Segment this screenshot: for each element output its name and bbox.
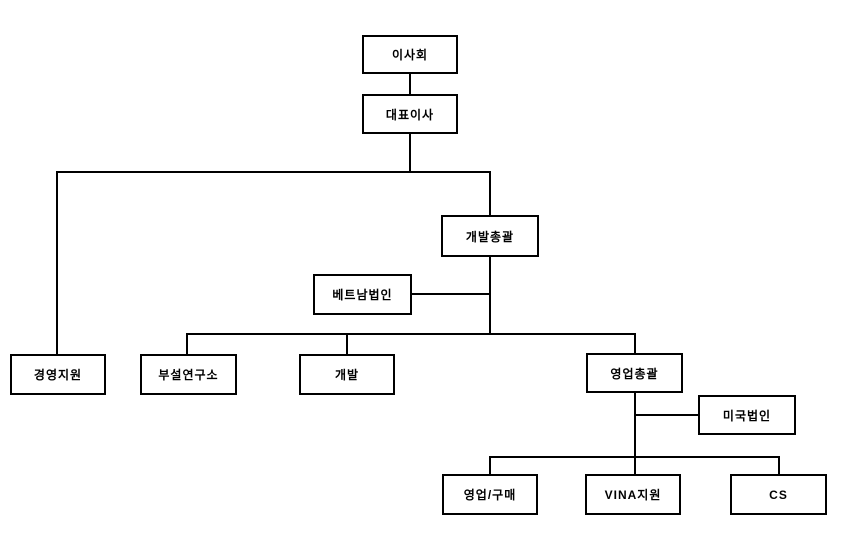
connector-top-horizontal bbox=[56, 171, 491, 173]
node-vietnam-corp: 베트남법인 bbox=[313, 274, 412, 315]
node-ceo: 대표이사 bbox=[362, 94, 458, 134]
connector-cs-drop bbox=[778, 456, 780, 476]
connector-middle-horizontal bbox=[186, 333, 636, 335]
node-research-institute: 부설연구소 bbox=[140, 354, 237, 395]
node-usa-corp: 미국법인 bbox=[698, 395, 796, 435]
connector-sales-head-rise bbox=[634, 333, 636, 355]
node-management-support: 경영지원 bbox=[10, 354, 106, 395]
node-board-of-directors: 이사회 bbox=[362, 35, 458, 74]
node-development-head: 개발총괄 bbox=[441, 215, 539, 257]
connector-research-drop bbox=[186, 333, 188, 356]
node-vina-support: VINA지원 bbox=[585, 474, 681, 515]
node-development: 개발 bbox=[299, 354, 395, 395]
connector-ceo-drop bbox=[409, 132, 411, 173]
connector-sales-head-drop bbox=[634, 391, 636, 476]
connector-bottom-horizontal bbox=[489, 456, 780, 458]
node-sales-purchasing: 영업/구매 bbox=[442, 474, 538, 515]
connector-dev-head-drop bbox=[489, 255, 491, 335]
connector-board-to-ceo bbox=[409, 72, 411, 96]
node-cs: CS bbox=[730, 474, 827, 515]
connector-sales-purchase-drop bbox=[489, 456, 491, 476]
node-sales-head: 영업총괄 bbox=[586, 353, 683, 393]
connector-dev-drop bbox=[346, 333, 348, 356]
connector-mgmt-support-drop bbox=[56, 171, 58, 356]
connector-dev-head-rise bbox=[489, 171, 491, 217]
connector-usa-side-link bbox=[634, 414, 700, 416]
connector-vietnam-side-link bbox=[410, 293, 490, 295]
